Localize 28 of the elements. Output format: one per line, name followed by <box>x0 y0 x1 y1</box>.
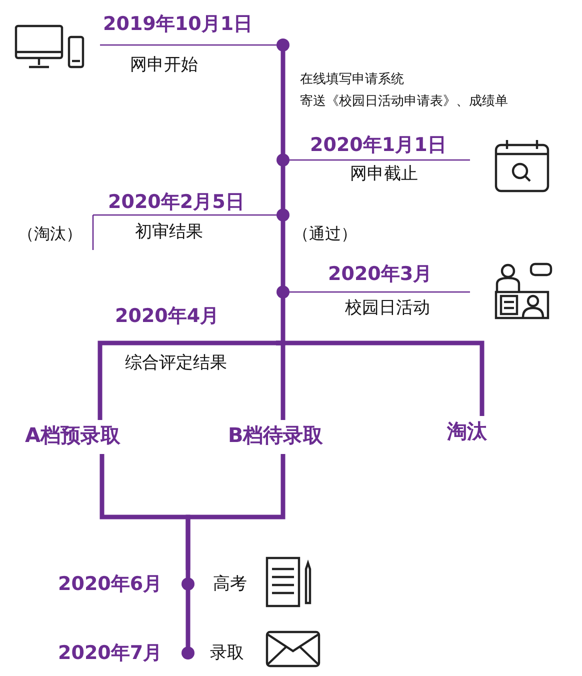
note-text: （通过） <box>293 224 357 244</box>
timeline-connector <box>280 186 286 192</box>
event-text: 网申截止 <box>350 165 418 184</box>
date-text: 2020年3月 <box>328 264 432 285</box>
note-text: （淘汰） <box>18 224 82 244</box>
timeline-connector <box>186 600 190 638</box>
date-text: 2020年2月5日 <box>108 192 244 213</box>
event-text: 高考 <box>213 575 247 594</box>
event-text: 初审结果 <box>135 223 203 242</box>
outcome-text: B档待录取 <box>228 424 324 446</box>
date-text: 2020年4月 <box>115 306 220 327</box>
date-text: 2020年7月 <box>58 643 162 664</box>
date-text: 2020年6月 <box>58 574 162 595</box>
event-text: 录取 <box>210 644 244 663</box>
date-text: 2019年10月1日 <box>103 14 253 35</box>
event-text: 综合评定结果 <box>125 354 227 373</box>
outcome-text: A档预录取 <box>25 424 120 446</box>
outcome-text: 淘汰 <box>447 420 487 442</box>
note-text: 在线填写申请系统 <box>300 72 404 88</box>
timeline-connector <box>98 340 110 420</box>
date-text: 2020年1月1日 <box>310 135 446 156</box>
event-text: 网申开始 <box>130 56 198 75</box>
timeline-connector <box>186 454 286 570</box>
event-text: 校园日活动 <box>345 299 430 318</box>
timeline-connector <box>280 250 286 262</box>
timeline-connector <box>276 340 484 416</box>
note-text: 寄送《校园日活动申请表》、成绩单 <box>300 94 508 110</box>
timeline-connector <box>280 84 286 133</box>
